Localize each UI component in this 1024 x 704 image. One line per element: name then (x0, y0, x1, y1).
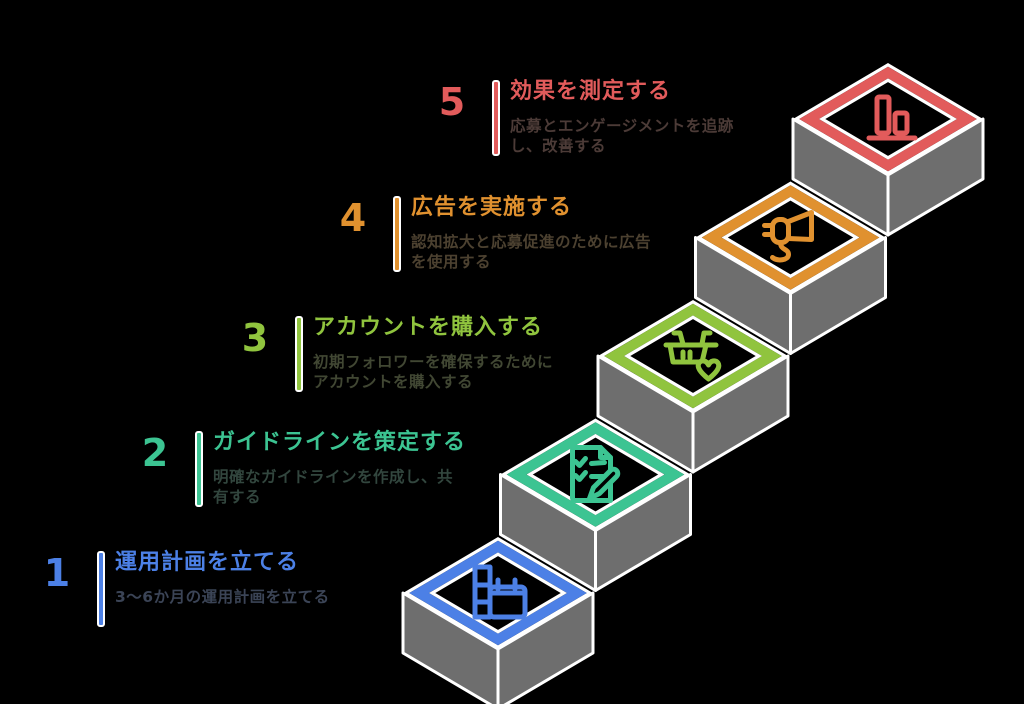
step-5-text-block: 5 効果を測定する 応募とエンゲージメントを追跡 し、改善する (430, 80, 734, 156)
step-2-title: ガイドラインを策定する (213, 430, 467, 455)
step-4-number: 4 (339, 196, 367, 240)
step-4-text: 広告を実施する 認知拡大と応募促進のために広告 を使用する (411, 196, 651, 272)
step-1-color-bar (97, 551, 105, 627)
step-4-platform (694, 181, 887, 355)
step-3-number: 3 (241, 316, 269, 360)
step-1-diamond-border (409, 540, 587, 646)
step-1-text: 運用計画を立てる 3〜6か月の運用計画を立てる (115, 551, 330, 627)
step-4-diamond-border (701, 185, 880, 290)
step-2-diamond-border (506, 422, 685, 527)
step-2-description: 明確なガイドラインを作成し、共 有する (213, 468, 454, 506)
step-3-text-block: 3 アカウントを購入する 初期フォロワーを確保するために アカウントを購入する (233, 316, 553, 392)
step-2-text-block: 2 ガイドラインを策定する 明確なガイドラインを作成し、共 有する (133, 431, 466, 507)
step-1-text-block: 1 運用計画を立てる 3〜6か月の運用計画を立てる (35, 551, 330, 627)
bar-chart-icon (866, 94, 918, 141)
step-3-color-bar (295, 316, 303, 392)
step-2-text: ガイドラインを策定する 明確なガイドラインを作成し、共 有する (213, 431, 466, 507)
step-5-platform (791, 62, 985, 237)
document-check-icon (570, 445, 621, 503)
step-5-title: 効果を測定する (510, 79, 672, 104)
step-2-number: 2 (141, 431, 169, 475)
step-2-platform (499, 418, 692, 592)
step-4-description: 認知拡大と応募促進のために広告 を使用する (411, 233, 652, 271)
step-3-description: 初期フォロワーを確保するために アカウントを購入する (313, 353, 554, 391)
step-5-number: 5 (438, 80, 466, 124)
step-4-title: 広告を実施する (411, 195, 573, 220)
step-5-color-bar (492, 80, 500, 156)
megaphone-icon (762, 210, 814, 263)
step-4-color-bar (393, 196, 401, 272)
step-1-description: 3〜6か月の運用計画を立てる (115, 588, 330, 606)
step-3-title: アカウントを購入する (313, 315, 544, 340)
step-1-platform (401, 536, 595, 704)
calendar-plan-icon (472, 564, 528, 620)
step-5-description: 応募とエンゲージメントを追跡 し、改善する (510, 117, 734, 155)
step-3-diamond-border (604, 303, 782, 409)
step-1-number: 1 (43, 551, 71, 595)
step-1-title: 運用計画を立てる (115, 550, 300, 575)
step-5-text: 効果を測定する 応募とエンゲージメントを追跡 し、改善する (510, 80, 734, 156)
step-4-text-block: 4 広告を実施する 認知拡大と応募促進のために広告 を使用する (331, 196, 651, 272)
step-3-platform (596, 299, 790, 474)
basket-heart-icon (663, 330, 722, 382)
step-5-diamond-border (799, 66, 977, 172)
step-3-text: アカウントを購入する 初期フォロワーを確保するために アカウントを購入する (313, 316, 553, 392)
step-2-color-bar (195, 431, 203, 507)
